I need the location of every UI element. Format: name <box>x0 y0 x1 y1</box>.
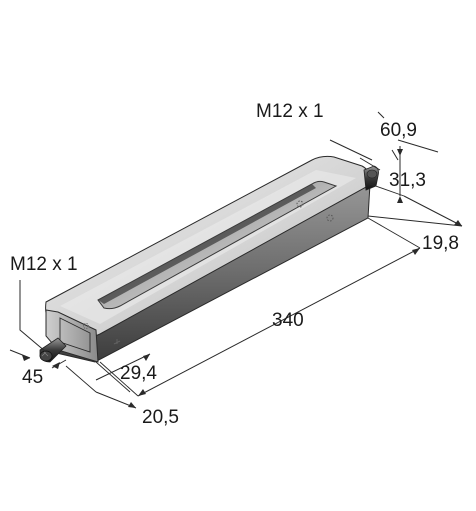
connector-left-face <box>39 350 53 362</box>
label-connector-top: M12 x 1 <box>256 101 324 122</box>
arrow-19-8 <box>454 220 462 226</box>
leader-connector-left <box>19 280 47 353</box>
led-marker-top <box>296 200 304 208</box>
ext-length <box>95 217 421 393</box>
leader-connector-top <box>329 139 373 161</box>
arrow-length-right <box>412 248 420 255</box>
led-marker-right <box>326 214 334 222</box>
arrow-29-4 <box>143 354 150 361</box>
mounting-mark <box>113 339 121 345</box>
dim-length <box>137 247 421 397</box>
dimension-labels: M12 x 1 60,9 31,3 19,8 M12 x 1 340 45 29… <box>10 101 459 428</box>
sensor-housing <box>45 155 371 363</box>
label-offset-29-4: 29,4 <box>120 363 157 384</box>
label-connector-left: M12 x 1 <box>10 254 78 275</box>
connector-right-face <box>366 169 378 179</box>
arrow-20-5 <box>128 402 136 408</box>
dim-offset-29-4 <box>95 353 151 381</box>
arrow-45-right <box>52 362 60 369</box>
connector-left-thread <box>41 351 49 357</box>
dim-depth <box>403 195 463 227</box>
led-marker-left <box>83 323 89 329</box>
sensing-window <box>97 180 338 310</box>
arrow-45-left <box>22 355 30 361</box>
arrow-31-3 <box>397 196 403 203</box>
ext-offset-20-5 <box>65 361 139 397</box>
arrow-60-9 <box>397 149 403 156</box>
connector-left <box>39 337 67 363</box>
end-cap-panel <box>59 317 91 353</box>
connector-right <box>363 165 379 191</box>
arrow-length-left <box>138 389 146 396</box>
sensing-window-shadow <box>98 184 316 304</box>
label-depth-body: 19,8 <box>422 233 459 254</box>
ext-body-height <box>367 183 463 227</box>
label-width-overall: 60,9 <box>380 120 417 141</box>
dimension-lines <box>9 111 463 409</box>
label-offset-45: 45 <box>22 367 43 388</box>
label-offset-20-5: 20,5 <box>142 407 179 428</box>
label-length: 340 <box>272 310 304 331</box>
leader-connector-top-ticks <box>359 149 399 171</box>
label-height-body: 31,3 <box>389 170 426 191</box>
